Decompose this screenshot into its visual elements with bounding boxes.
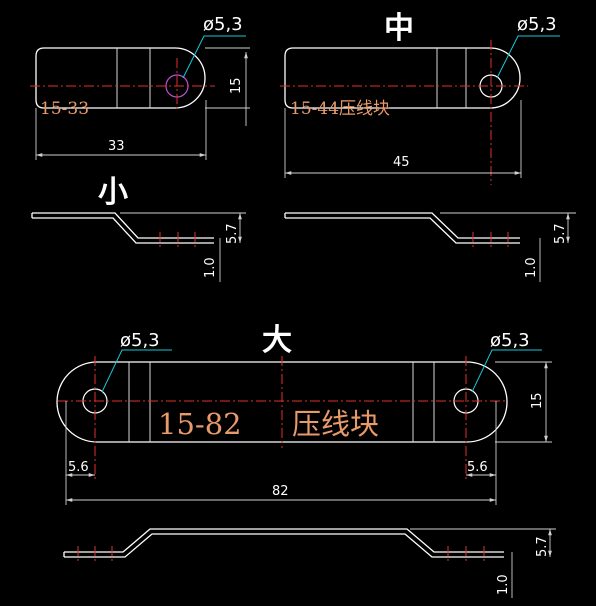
large-part-hole-diameter-right: ø5,3	[490, 330, 530, 351]
small-part-hole-diameter: ø5,3	[203, 14, 243, 35]
large-part-profile	[64, 528, 504, 553]
large-part-plan-view: 15-82 压线块 ø5,3 ø5,3 15 5.6 5.6 82	[56, 330, 552, 505]
medium-part-length: 45	[393, 155, 410, 170]
medium-part-hole-diameter: ø5,3	[517, 14, 557, 35]
large-part-profile-inner	[64, 533, 504, 558]
large-part-bend-height: 5.7	[535, 536, 550, 557]
large-part-label-code: 15-82	[158, 407, 242, 441]
small-part-plan-view: 15-33 ø5,3 15 33	[30, 14, 250, 160]
medium-part-profile	[285, 212, 520, 239]
large-part-length: 82	[272, 484, 289, 499]
large-part-thickness: 1.0	[496, 574, 511, 595]
medium-part-hole-leader	[496, 35, 560, 79]
size-label-large: 大	[262, 323, 292, 358]
large-part-outline	[56, 361, 508, 443]
medium-part-plan-view: 15-44压线块 ø5,3 45	[280, 14, 560, 185]
small-part-side-view: 5.7 1.0	[31, 212, 246, 282]
medium-part-side-view: 5.7 1.0	[284, 212, 576, 282]
large-part-hole-diameter-left: ø5,3	[120, 330, 160, 351]
medium-part-outline	[284, 47, 521, 109]
large-part-hole-leader-left	[101, 349, 172, 393]
small-part-thickness: 1.0	[203, 257, 218, 278]
small-part-length: 33	[108, 139, 125, 154]
large-part-width: 15	[530, 392, 545, 409]
large-part-label-name: 压线块	[292, 407, 379, 441]
small-part-label: 15-33	[40, 99, 89, 119]
medium-part-bend-height: 5.7	[553, 223, 568, 244]
small-part-profile-inner	[32, 217, 214, 244]
large-part-hole-offset-right: 5.6	[467, 460, 488, 475]
size-label-medium: 中	[384, 11, 414, 46]
large-part-hole-offset-left: 5.6	[68, 460, 89, 475]
small-part-width: 15	[229, 77, 244, 94]
small-part-hole-leader	[182, 35, 246, 79]
large-part-side-view: 5.7 1.0	[63, 528, 556, 598]
medium-part-profile-inner	[285, 217, 520, 244]
medium-part-label: 15-44压线块	[290, 99, 390, 119]
small-part-profile	[32, 212, 214, 239]
small-part-outline	[35, 47, 206, 109]
medium-part-thickness: 1.0	[524, 257, 539, 278]
large-part-hole-leader-right	[471, 349, 542, 393]
small-part-bend-height: 5.7	[225, 223, 240, 244]
size-label-small: 小	[98, 175, 128, 210]
